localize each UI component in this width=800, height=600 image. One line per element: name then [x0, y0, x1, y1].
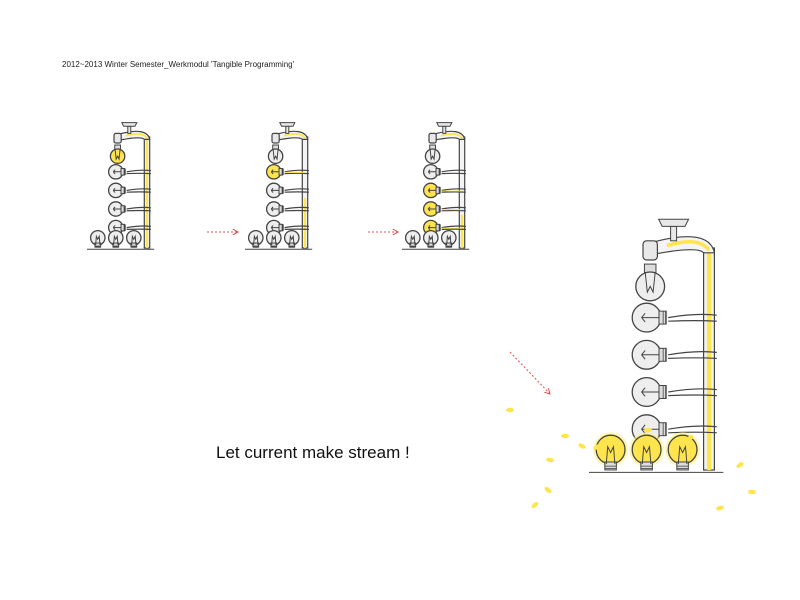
chain-bulb: [422, 163, 441, 180]
ground-bulb: [404, 229, 421, 248]
ground-bulb: [247, 229, 264, 248]
faucet-handle: [120, 122, 138, 127]
chain-bulb: [107, 163, 126, 180]
arrow-1: [207, 228, 240, 236]
wire: [668, 388, 717, 393]
wire: [284, 169, 309, 173]
wire: [668, 320, 717, 322]
wire: [284, 188, 309, 191]
spout-current: [125, 132, 148, 139]
faucet-bulb: [424, 144, 441, 165]
faucet-handle: [278, 122, 296, 127]
arrow-2: [368, 228, 400, 236]
ground-bulb: [283, 229, 300, 248]
wire: [126, 188, 151, 191]
stage-2: [245, 122, 313, 250]
chain-bulb: [107, 201, 126, 217]
pipe-current: [460, 214, 464, 248]
faucet-stem: [285, 125, 290, 134]
faucet-nozzle: [428, 132, 437, 144]
faucet-handle: [435, 122, 453, 127]
pipe-current: [706, 248, 712, 470]
spout-current: [666, 239, 711, 252]
slogan-text: Let current make stream !: [216, 443, 410, 462]
wire: [441, 169, 466, 173]
ground-bulb: [422, 229, 439, 248]
stage-1: [87, 122, 155, 250]
wire: [441, 206, 466, 210]
spout-current: [440, 132, 463, 139]
faucet-handle: [657, 218, 690, 227]
chain-bulb: [422, 201, 441, 217]
pipe-current: [303, 198, 307, 248]
stage-4: [589, 218, 724, 473]
wire: [668, 313, 717, 319]
spout-current: [283, 132, 306, 139]
chain-bulb: [631, 376, 667, 408]
faucet-bulb: [267, 144, 284, 165]
faucet-stem: [127, 125, 132, 134]
faucet-bulb: [635, 263, 666, 302]
light-splashes: [506, 407, 756, 511]
stage-3: [402, 122, 470, 250]
chain-bulb: [265, 201, 284, 217]
ground-bulb: [265, 229, 282, 248]
ground-bulb: [89, 229, 106, 248]
faucet-stem: [442, 125, 447, 134]
ground-bulb: [125, 229, 142, 248]
wire: [441, 225, 466, 229]
wire: [668, 357, 717, 359]
ground-bulb: [665, 432, 700, 471]
faucet-nozzle: [271, 132, 280, 144]
chain-bulb: [265, 163, 284, 180]
wire: [441, 188, 466, 191]
header-caption: 2012~2013 Winter Semester_Werkmodul 'Tan…: [62, 60, 295, 69]
chain-bulb: [107, 182, 126, 199]
chain-bulb: [422, 182, 441, 199]
wire: [284, 225, 309, 229]
faucet-nozzle: [113, 132, 122, 144]
wire: [668, 425, 717, 430]
wire: [126, 206, 151, 210]
chain-bulb: [631, 339, 667, 370]
ground-bulb: [629, 432, 664, 471]
wire: [668, 394, 717, 397]
faucet-nozzle: [642, 240, 658, 261]
faucet-stem: [670, 225, 678, 242]
chain-bulb: [631, 302, 667, 333]
wire: [284, 206, 309, 210]
ground-bulb: [107, 229, 124, 248]
faucet-bulb: [109, 144, 126, 165]
wire: [668, 351, 717, 356]
wire: [668, 431, 717, 434]
chain-bulb: [265, 182, 284, 199]
ground-bulb: [440, 229, 457, 248]
ground-bulb: [593, 432, 628, 471]
wire: [126, 225, 151, 229]
wire: [126, 169, 151, 173]
arrow-3: [509, 351, 551, 395]
